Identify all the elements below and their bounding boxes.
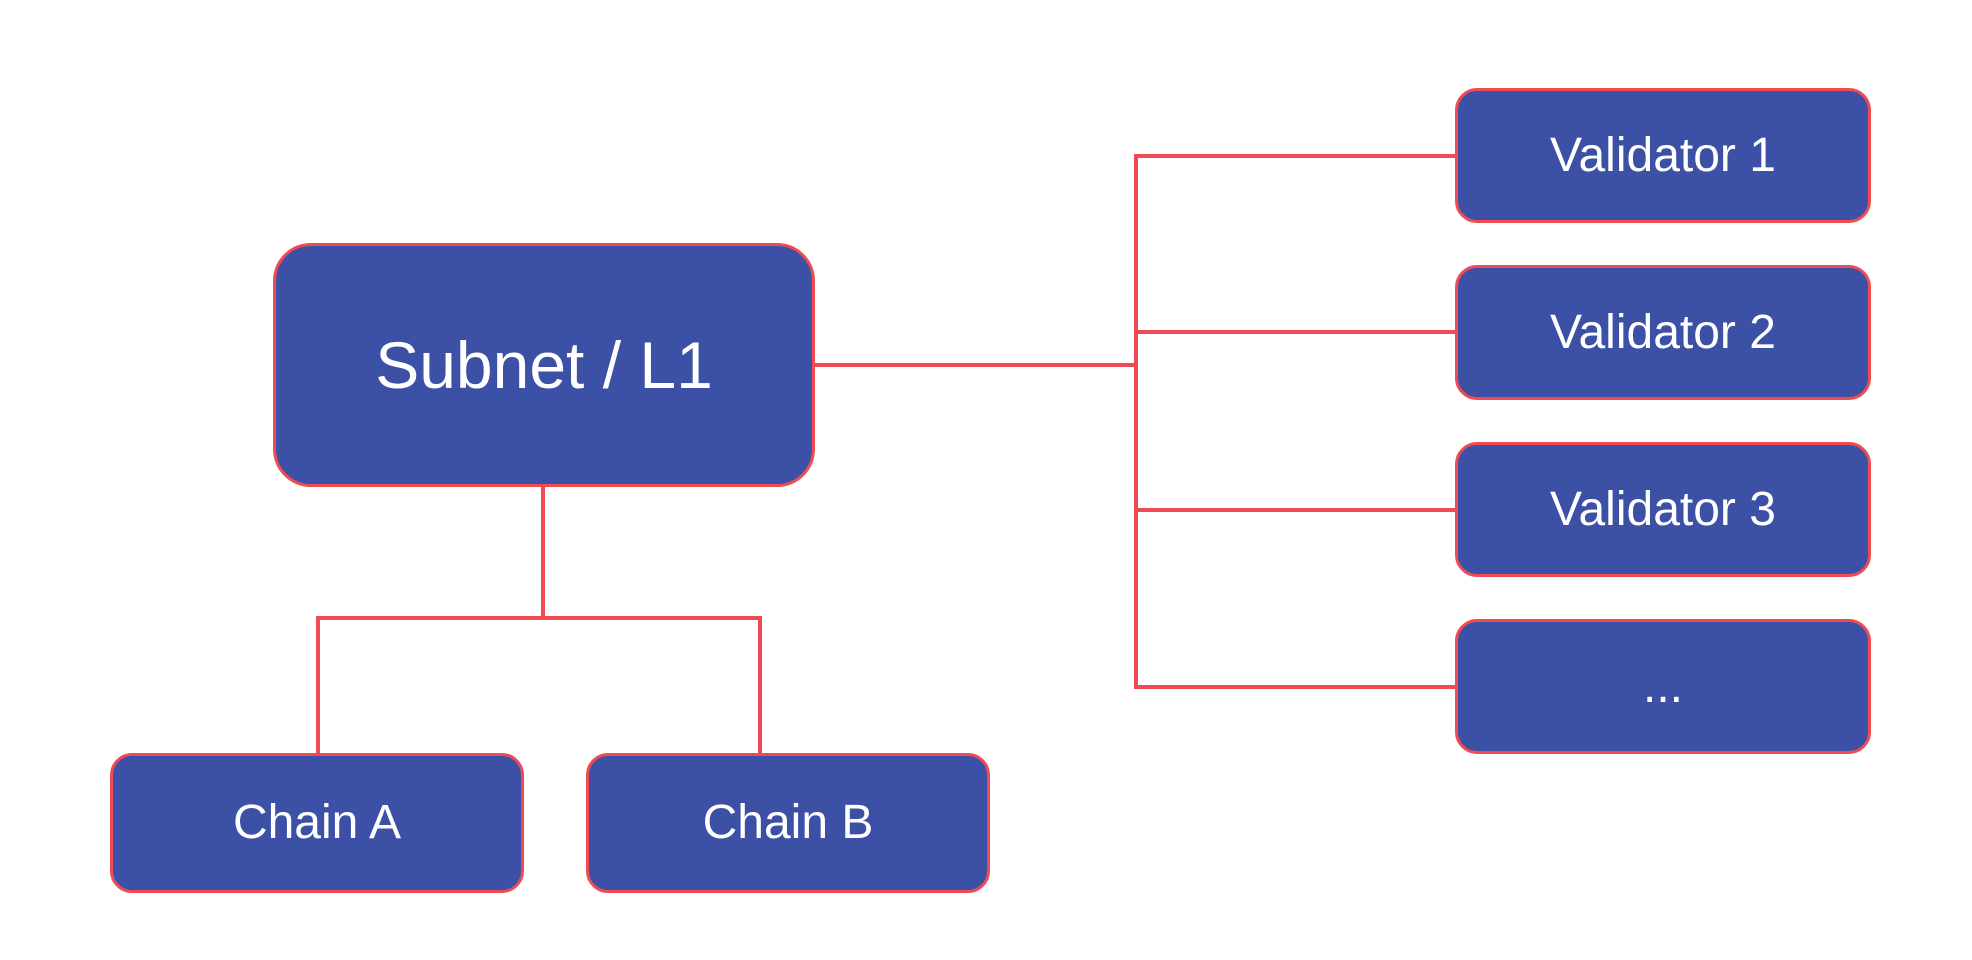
subnet-l1-label: Subnet / L1 — [375, 328, 713, 402]
validator-1-label: Validator 1 — [1550, 128, 1776, 182]
chain-a-node: Chain A — [110, 753, 524, 893]
validator-1-node: Validator 1 — [1455, 88, 1871, 223]
connector-drop-chain-a — [316, 616, 320, 753]
validator-3-node: Validator 3 — [1455, 442, 1871, 577]
connector-subnet-down-stub — [541, 486, 545, 620]
chain-b-label: Chain B — [702, 796, 874, 849]
chain-a-label: Chain A — [232, 796, 402, 849]
validator-3-label: Validator 3 — [1550, 482, 1776, 536]
connector-branch-validator-2 — [1134, 330, 1455, 334]
chain-b-node: Chain B — [586, 753, 990, 893]
validator-2-label: Validator 2 — [1550, 305, 1776, 359]
subnet-l1-node: Subnet / L1 — [273, 243, 815, 487]
connector-validator-trunk — [1134, 154, 1138, 689]
connector-drop-chain-b — [758, 616, 762, 753]
connector-subnet-to-trunk — [813, 363, 1138, 367]
connector-branch-validator-3 — [1134, 508, 1455, 512]
validator-more-node: ... — [1455, 619, 1871, 754]
connector-chain-split — [316, 616, 762, 620]
validator-more-label: ... — [1642, 659, 1683, 713]
validator-2-node: Validator 2 — [1455, 265, 1871, 400]
connector-branch-validator-more — [1134, 685, 1455, 689]
connector-branch-validator-1 — [1134, 154, 1455, 158]
